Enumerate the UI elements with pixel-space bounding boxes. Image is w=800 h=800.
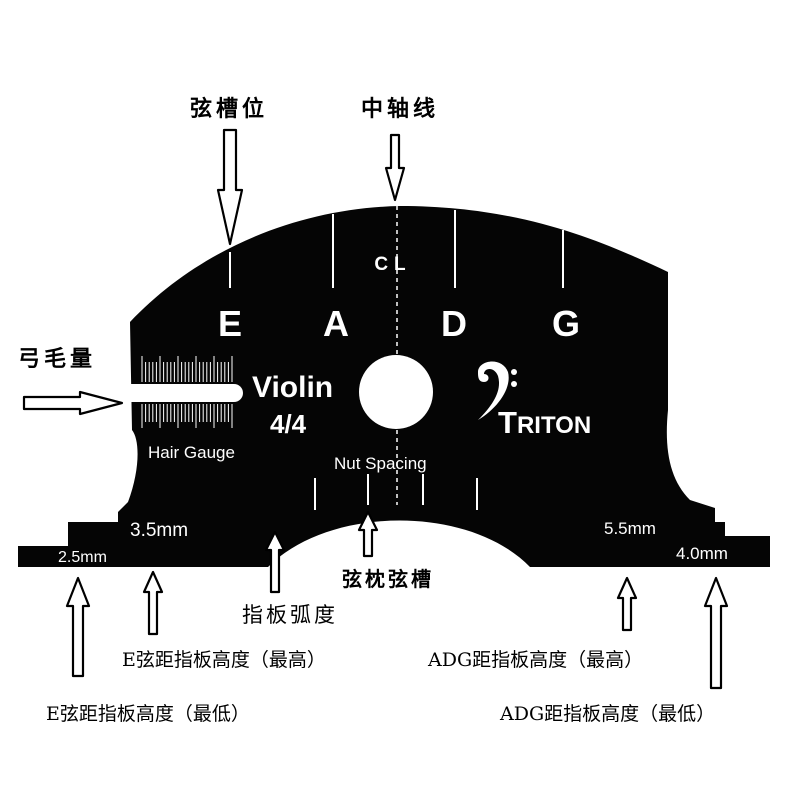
arrow-adg-height-max [616, 576, 638, 632]
callout-e-height-max: E弦距指板高度（最高） [122, 649, 326, 671]
arrow-hair-gauge [22, 390, 124, 416]
arrow-fingerboard-arc [264, 530, 286, 594]
callout-e-height-min: E弦距指板高度（最低） [46, 703, 250, 725]
brand-label: TRITON [498, 405, 591, 440]
hair-gauge-slot [128, 384, 243, 402]
callout-bow-hair: 弓毛量 [18, 347, 96, 372]
callout-adg-height-min: ADG距指板高度（最低） [499, 703, 715, 725]
arrow-e-height-min [65, 576, 91, 678]
mm-label-2-5: 2.5mm [58, 549, 107, 566]
arrow-string-slot [216, 128, 244, 246]
string-label-g: G [552, 303, 580, 344]
callout-string-slot: 弦槽位 [190, 96, 268, 122]
mm-label-4-0: 4.0mm [676, 544, 728, 563]
callout-nut-slot: 弦枕弦槽 [342, 567, 434, 591]
arrow-nut-slot [357, 510, 379, 558]
callout-adg-height-max: ADG距指板高度（最高） [427, 649, 643, 671]
callout-fingerboard-arc: 指板弧度 [242, 603, 338, 627]
center-hole [359, 355, 433, 429]
arrow-e-height-max [142, 570, 164, 636]
string-label-a: A [323, 303, 349, 344]
string-label-d: D [441, 303, 467, 344]
mm-label-3-5: 3.5mm [130, 520, 188, 541]
arrow-center-line [384, 133, 406, 202]
hair-gauge-ticks [141, 356, 233, 428]
string-label-e: E [218, 303, 242, 344]
arrow-adg-height-min [703, 576, 729, 690]
size-label: 4/4 [270, 409, 307, 439]
nut-spacing-label: Nut Spacing [334, 454, 427, 473]
instrument-label: Violin [252, 371, 333, 404]
hair-gauge-label: Hair Gauge [148, 443, 235, 462]
callout-center-line: 中轴线 [361, 96, 439, 122]
mm-label-5-5: 5.5mm [604, 519, 656, 538]
bass-clef-icon [478, 361, 517, 420]
center-line-label: CL [374, 254, 411, 275]
